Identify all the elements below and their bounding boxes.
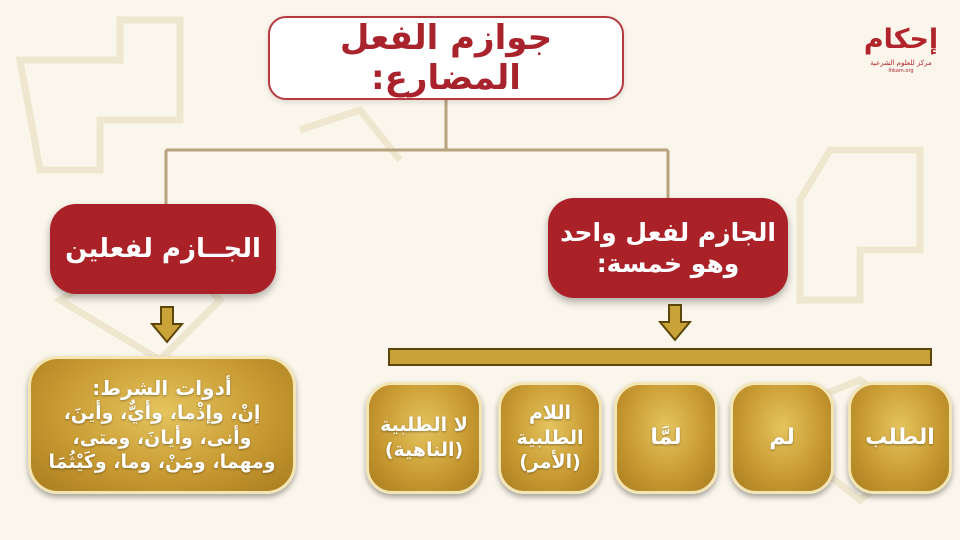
type-node-lam: لم — [730, 382, 834, 494]
conditional-tools-node: أدوات الشرط: إنْ، وإذْما، وأيٌّ، وأينَ، … — [28, 356, 296, 494]
conditional-tools-line-1: إنْ، وإذْما، وأيٌّ، وأينَ، — [63, 402, 261, 425]
type-node-lam-al-talabiya: اللام الطلبية (الأمر) — [498, 382, 602, 494]
one-verb-heading-line-2: وهو خمسة: — [596, 249, 740, 278]
type-label: الطلب — [865, 424, 935, 450]
down-arrow-icon — [150, 306, 184, 344]
type-node-lamma: لمَّا — [614, 382, 718, 494]
type-label: (الناهية) — [384, 439, 464, 461]
type-label: لمَّا — [650, 424, 682, 450]
type-label: لا الطلبية — [380, 414, 468, 437]
type-node-request: الطلب — [848, 382, 952, 494]
conditional-tools-line-3: ومهما، ومَنْ، وما، وكَيْثُمَا — [48, 450, 276, 473]
one-verb-heading-line-1: الجازم لفعل واحد — [560, 217, 776, 247]
logo-tiny-text: Ihkam.org — [888, 68, 914, 74]
down-arrow-icon — [658, 304, 692, 342]
conditional-tools-heading: أدوات الشرط: — [92, 375, 232, 400]
conditional-tools-line-2: وأنى، وأيانَ، ومتى، — [72, 426, 252, 449]
types-bar — [388, 348, 932, 366]
type-label: اللام — [529, 401, 571, 424]
type-node-la-al-talabiya: لا الطلبية (الناهية) — [366, 382, 482, 494]
brand-logo: إحكام مركز للعلوم الشرعية Ihkam.org — [862, 22, 940, 94]
logo-word: إحكام — [863, 24, 939, 55]
logo-subtitle: مركز للعلوم الشرعية — [870, 59, 932, 67]
two-verbs-node: الجــازم لفعلين — [50, 204, 276, 294]
type-label: الطلبية — [516, 426, 584, 449]
diagram-title: جوازم الفعل المضارع: — [268, 16, 624, 100]
type-label: لم — [769, 424, 795, 450]
one-verb-node: الجازم لفعل واحد وهو خمسة: — [548, 198, 788, 298]
type-label: (الأمر) — [519, 451, 581, 474]
